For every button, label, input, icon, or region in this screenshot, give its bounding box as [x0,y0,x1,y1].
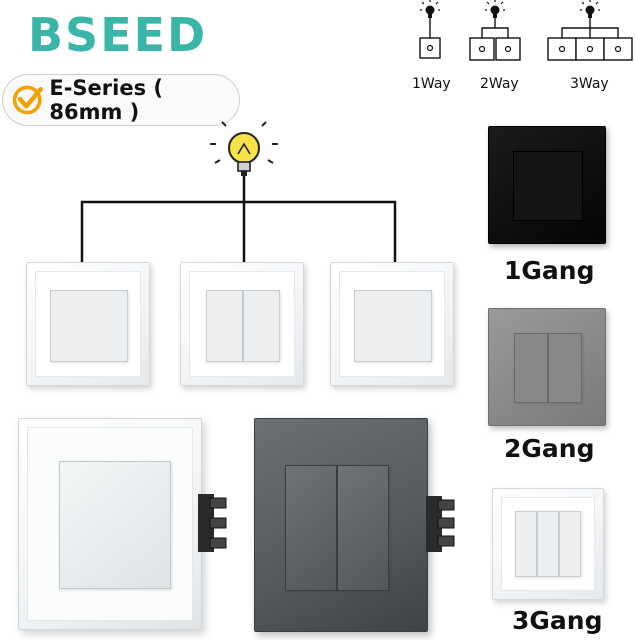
black-one-gang-switch [488,126,606,244]
one-gang-label: 1Gang [504,256,595,285]
switch-icon [495,37,521,61]
switch-rocker[interactable] [513,151,583,221]
switch-icon [469,37,495,61]
wiring-illustration [80,120,397,270]
switch-rocker[interactable] [337,465,389,591]
large-grey-switch [254,418,428,632]
three-gang-label: 3Gang [512,606,603,635]
two-gang-label: 2Gang [504,434,595,463]
two-way-diagram [469,0,521,61]
switch-icon [547,37,577,61]
wiring-diagrams [419,0,633,61]
series-label: E-Series ( 86mm ) [49,76,164,124]
switch-rocker[interactable] [548,333,582,403]
switch-rocker[interactable] [514,333,548,403]
lightbulb-icon [420,0,440,18]
one-way-diagram [419,0,441,59]
one-gang-white-switch [330,262,454,386]
switch-rocker[interactable] [515,511,537,577]
switch-rocker[interactable] [50,290,128,362]
two-way-label: 2Way [480,76,519,92]
two-gang-white-switch [180,262,304,386]
large-white-switch [18,418,202,630]
grey-two-gang-switch [488,308,606,426]
switch-icon [603,37,633,61]
lightbulb-icon [210,120,278,176]
switch-rocker[interactable] [354,290,432,362]
lightbulb-icon [580,0,600,18]
brand-logo: BSEED [28,8,208,62]
switch-icon [419,37,441,59]
three-way-diagram [547,0,633,61]
lightbulb-icon [485,0,505,18]
series-badge: E-Series ( 86mm ) [2,74,240,126]
check-circle-icon [12,85,43,115]
switch-rocker[interactable] [59,461,171,589]
three-way-label: 3Way [570,76,609,92]
terminal-connector [198,494,227,552]
switch-rocker[interactable] [559,511,581,577]
wire-path [80,176,397,270]
switch-rocker[interactable] [537,511,559,577]
one-way-label: 1Way [412,76,451,92]
white-three-gang-switch [492,488,604,600]
switch-icon [575,37,605,61]
one-gang-white-switch [26,262,150,386]
switch-rocker[interactable] [285,465,337,591]
terminal-connector [426,496,455,552]
